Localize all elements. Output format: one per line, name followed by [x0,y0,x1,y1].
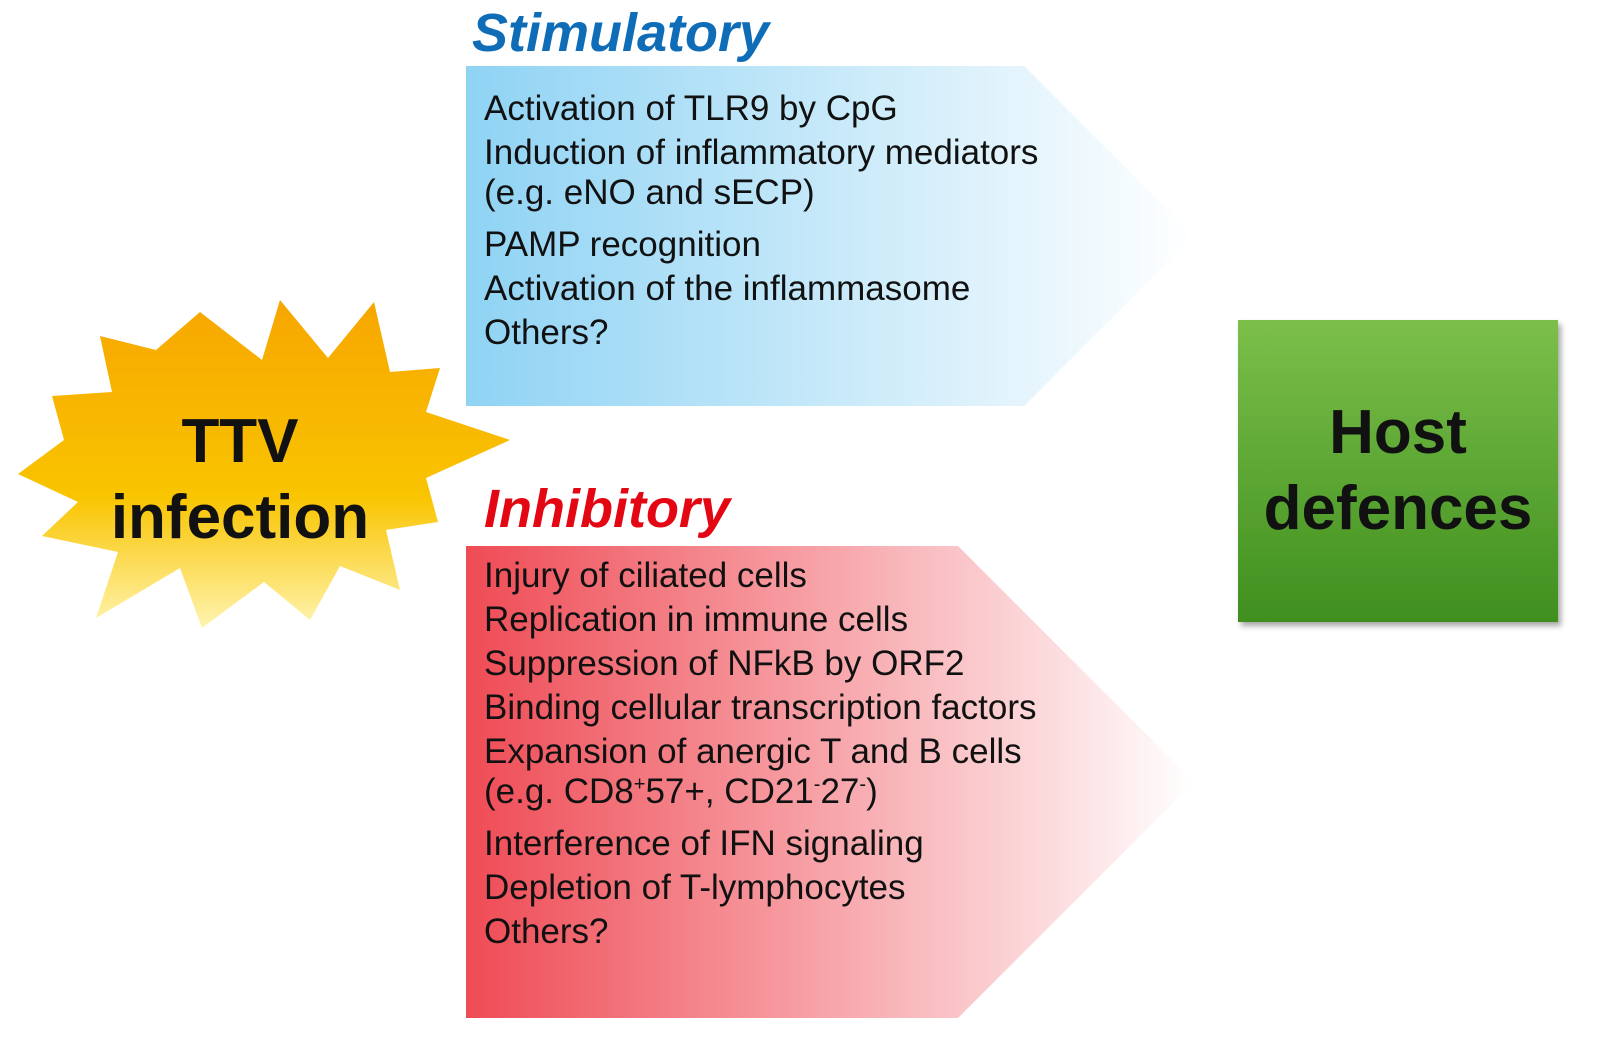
cd-text: 27 [820,772,860,811]
list-item: Injury of ciliated cells [484,556,807,595]
list-item: Interference of IFN signaling [484,824,924,863]
list-item-cd-markers: (e.g. CD8+57+, CD21-27-) [484,771,1036,813]
inhibitory-list: Injury of ciliated cells Replication in … [484,555,1036,963]
stimulatory-list: Activation of TLR9 by CpG Induction of i… [484,88,1038,364]
list-item: Expansion of anergic T and B cells [484,732,1022,771]
cd-sup: - [813,773,821,796]
cd-text: (e.g. CD8 [484,772,634,811]
infection-line: infection [110,482,370,552]
list-item: Others? [484,912,609,951]
list-item: Activation of the inflammasome [484,269,971,308]
list-item: Depletion of T-lymphocytes [484,868,906,907]
list-item: (e.g. eNO and sECP) [484,173,815,212]
cd-text: ) [866,772,878,811]
cd-sup: - [859,773,867,796]
ttv-starburst [18,300,510,628]
list-item: Binding cellular transcription factors [484,688,1037,727]
cd-text: 57+, CD21 [645,772,814,811]
list-item: Others? [484,313,609,352]
host-defences-box [1238,320,1558,622]
stimulatory-arrow [466,66,1194,406]
list-item: Replication in immune cells [484,600,909,639]
cd-sup: + [633,773,646,796]
list-item: PAMP recognition [484,225,761,264]
host-line: Host [1329,398,1467,468]
list-item: Induction of inflammatory mediators [484,133,1039,172]
ttv-infection-label: TTV infection [90,404,390,555]
inhibitory-title: Inhibitory [484,479,730,539]
defences-line: defences [1263,474,1533,543]
host-defences-label: Host defences [1238,320,1558,622]
inhibitory-arrow [466,546,1194,1018]
list-item: Suppression of NFkB by ORF2 [484,644,965,683]
stimulatory-title: Stimulatory [472,3,770,63]
ttv-line: TTV [181,407,299,476]
list-item: Activation of TLR9 by CpG [484,89,898,128]
